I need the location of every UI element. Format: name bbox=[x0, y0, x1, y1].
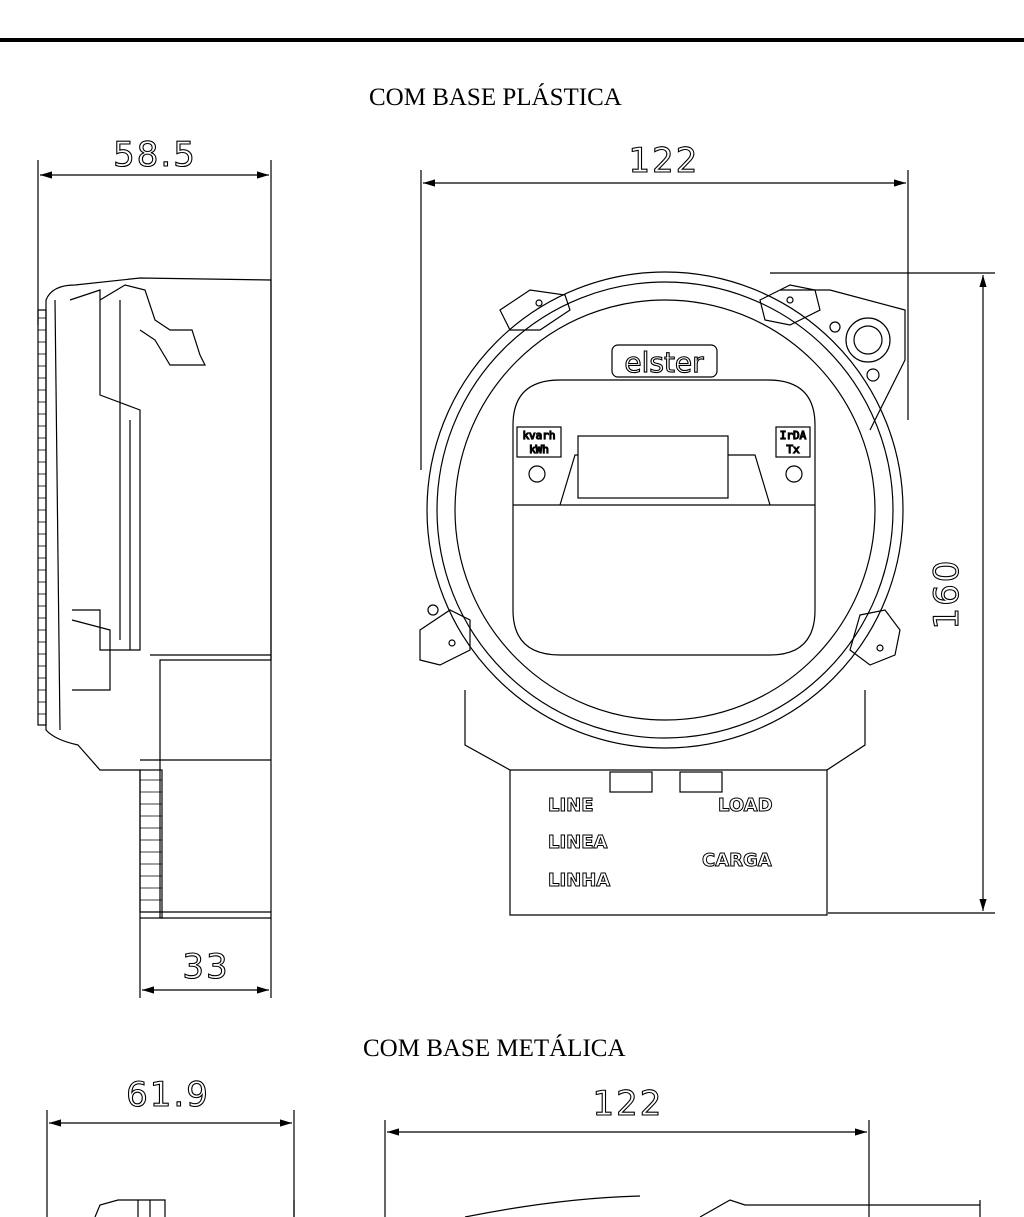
metal-depth-dimension: 61.9 bbox=[46, 1074, 295, 1217]
linea-label: LINEA bbox=[548, 832, 608, 853]
linha-label: LINHA bbox=[548, 870, 610, 891]
plastic-base-depth-label: 33 bbox=[182, 947, 229, 987]
carga-label: CARGA bbox=[702, 850, 772, 871]
plastic-width-label: 122 bbox=[629, 141, 700, 181]
indicator-irda: IrDA bbox=[780, 429, 807, 442]
load-label: LOAD bbox=[718, 795, 773, 816]
plastic-depth-label: 58.5 bbox=[113, 135, 197, 175]
metal-base-partial-views bbox=[94, 1195, 981, 1217]
header-rule bbox=[0, 38, 1024, 42]
line-label: LINE bbox=[548, 795, 594, 816]
metal-width-dimension: 122 bbox=[384, 1083, 870, 1217]
plastic-depth-dimension: 58.5 bbox=[37, 134, 272, 325]
plastic-height-dimension: 160 bbox=[770, 272, 995, 914]
metal-width-label: 122 bbox=[593, 1084, 664, 1124]
section-title-metal-base: COM BASE METÁLICA bbox=[363, 1035, 626, 1062]
terminal-labels: LINE LINEA LINHA LOAD CARGA bbox=[548, 795, 774, 892]
indicator-kwh: kWh bbox=[529, 443, 549, 456]
meter-side-view bbox=[37, 277, 272, 919]
indicator-kvarh: kvarh bbox=[522, 429, 555, 442]
metal-depth-label: 61.9 bbox=[126, 1075, 210, 1115]
plastic-width-dimension: 122 bbox=[420, 140, 909, 470]
section-title-plastic-base: COM BASE PLÁSTICA bbox=[369, 84, 622, 111]
indicator-tx: Tx bbox=[786, 443, 800, 456]
plastic-base-depth-dimension: 33 bbox=[139, 918, 272, 998]
meter-front-view: elster kvarh kWh IrDA Tx bbox=[419, 271, 906, 916]
brand-logo-text: elster bbox=[624, 346, 704, 379]
plastic-height-label: 160 bbox=[927, 559, 967, 630]
